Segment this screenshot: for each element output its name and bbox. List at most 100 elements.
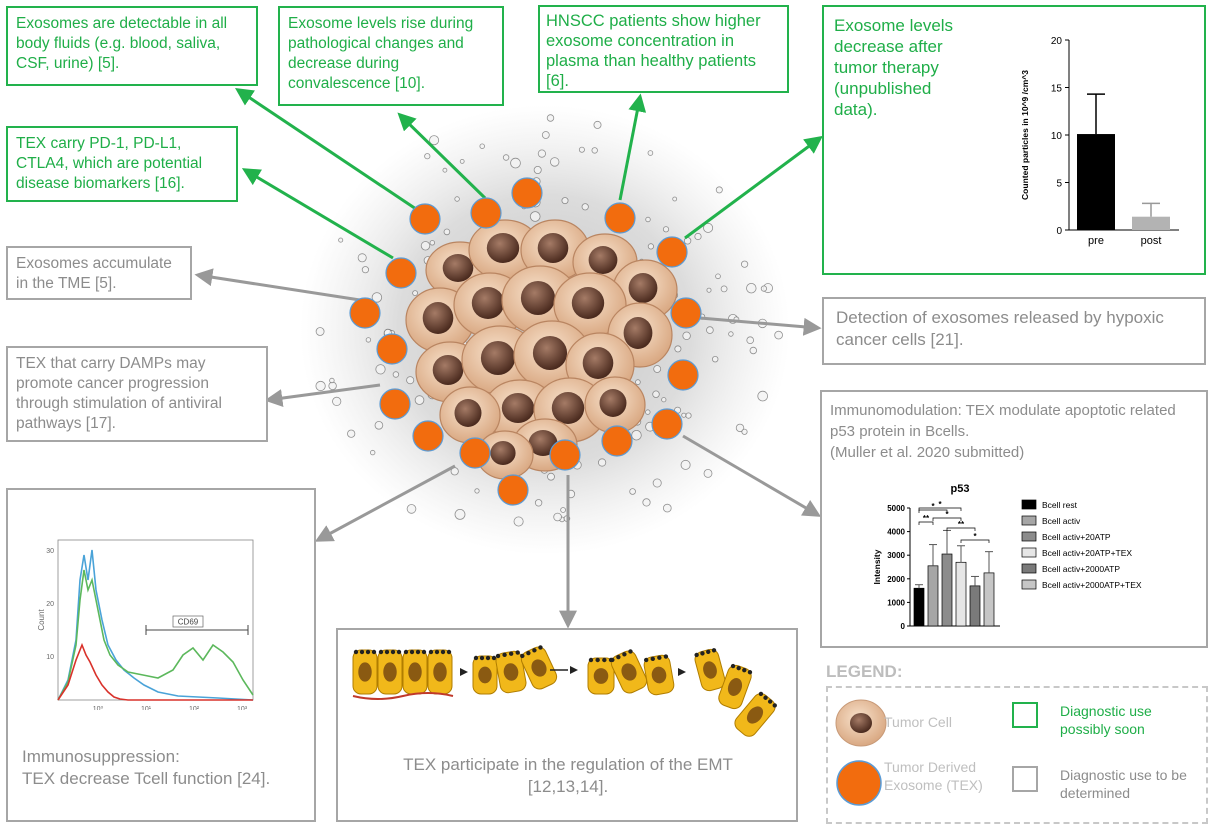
vesicle-speck — [760, 285, 768, 292]
text-pd1: TEX carry PD-1, PD-L1, CTLA4, which are … — [16, 135, 203, 192]
emt-marker-dot — [415, 649, 421, 655]
vesicle-speck — [635, 379, 641, 385]
box-immunomodulation: Immunomodulation: TEX modulate apoptotic… — [820, 390, 1208, 648]
gate-label-box — [172, 615, 204, 628]
cell-nucleus — [422, 302, 454, 334]
vesicle-speck — [315, 327, 325, 336]
vesicle-speck — [703, 468, 713, 478]
vesicle-speck — [541, 131, 550, 139]
cell-nucleus — [628, 273, 658, 303]
arrows — [194, 87, 823, 629]
emt-cell-nucleus — [621, 663, 637, 681]
emt-arrow-head — [570, 666, 578, 674]
emt-epithelial-cell — [427, 649, 453, 695]
y-tick-label: 3000 — [887, 551, 905, 560]
legend-gray-swatch — [1012, 766, 1038, 792]
vesicle-speck — [653, 365, 662, 373]
vesicle-speck — [740, 260, 749, 268]
arrow-therapy — [684, 135, 823, 240]
vesicle-speck — [749, 346, 757, 355]
exosome — [385, 257, 417, 289]
text-body-fluids: Exosomes are detectable in all body flui… — [16, 15, 228, 72]
bar — [913, 587, 925, 627]
emt-marker-dot — [390, 649, 396, 655]
emt-marker-dot — [742, 667, 747, 673]
emt-cell-nucleus — [478, 666, 492, 684]
vesicle-speck — [706, 287, 712, 293]
category-label: post — [1141, 235, 1162, 247]
exosome — [497, 474, 529, 506]
legend-diag-tbd: Diagnostic use to be determined — [1060, 767, 1187, 801]
emt-marker-dot — [772, 703, 777, 708]
text-immunomodulation: Immunomodulation: TEX modulate apoptotic… — [830, 402, 1176, 440]
emt-transition-cell — [495, 650, 527, 694]
emt-transition-cell — [643, 654, 675, 696]
vesicle-speck — [652, 390, 660, 398]
emt-cell-nucleus — [358, 662, 372, 682]
cell-nucleus — [471, 287, 505, 319]
emt-epithelial-cell — [402, 649, 428, 695]
emt-transition-cell — [520, 645, 558, 690]
emt-marker-dot — [730, 663, 736, 669]
box-hypoxic: Detection of exosomes released by hypoxi… — [822, 297, 1206, 365]
emt-marker-dot — [515, 650, 520, 655]
tumor-cell-icon — [835, 699, 887, 747]
vesicle-speck — [424, 153, 431, 160]
emt-arrow-head — [460, 668, 468, 676]
vesicle-speck — [581, 203, 589, 211]
legend-tumor-cell: Tumor Cell — [884, 714, 952, 730]
legend-swatch — [1021, 579, 1037, 590]
legend-entry: Bcell activ+20ATP+TEX — [1042, 548, 1132, 558]
histogram-blue — [57, 549, 254, 701]
legend-entry: Bcell activ+20ATP — [1042, 532, 1111, 542]
emt-marker-dot — [473, 655, 479, 661]
legend-box: Tumor Cell Tumor Derived Exosome (TEX) D… — [826, 686, 1208, 824]
y-tick-label: 0 — [1056, 226, 1062, 237]
cell-nucleus — [537, 233, 569, 263]
vesicle-speck — [454, 509, 466, 520]
bar — [1077, 134, 1115, 230]
emt-mesenchymal-cell — [718, 663, 753, 710]
vesicle-speck — [370, 449, 376, 456]
emt-marker-dot — [628, 649, 633, 654]
emt-marker-dot — [747, 670, 753, 675]
emt-cell-nucleus — [531, 659, 547, 677]
exosome — [511, 177, 543, 209]
significance-label: * — [938, 500, 942, 509]
emt-marker-dot — [371, 649, 377, 655]
exosome — [412, 420, 444, 452]
vesicle-speck — [420, 241, 431, 251]
basement-membrane — [352, 692, 454, 700]
legend-entry: Bcell activ+2000ATP+TEX — [1042, 580, 1142, 590]
cell-nucleus — [432, 355, 464, 385]
emt-marker-dot — [403, 649, 409, 655]
box-damps: TEX that carry DAMPs may promote cancer … — [6, 346, 268, 442]
arrow-immunomodulation — [682, 434, 822, 517]
vesicle-speck — [560, 507, 566, 513]
vesicle-speck — [371, 292, 383, 303]
legend-swatch — [1021, 563, 1037, 574]
text-therapy: Exosome levels decrease after tumor ther… — [834, 16, 954, 119]
text-pathological: Exosome levels rise during pathological … — [288, 15, 474, 92]
emt-marker-dot — [485, 655, 491, 661]
gate-label: CD69 — [178, 618, 199, 627]
vesicle-speck — [652, 478, 662, 488]
legend-swatch — [1021, 499, 1037, 510]
cell-nucleus — [599, 389, 627, 417]
arrow-hnscc — [618, 93, 647, 201]
cell-nucleus — [490, 441, 516, 465]
vesicle-speck — [591, 147, 598, 154]
box-hnscc: HNSCC patients show higher exosome conce… — [538, 5, 789, 93]
vesicle-speck — [685, 412, 692, 419]
cell-nucleus — [480, 341, 516, 375]
significance-label: ** — [958, 520, 965, 529]
significance-bracket — [946, 527, 976, 531]
vesicle-speck — [578, 146, 585, 153]
text-damps: TEX that carry DAMPs may promote cancer … — [16, 355, 222, 432]
vesicle-speck — [459, 158, 465, 164]
emt-marker-dot — [657, 655, 662, 660]
arrow-tme — [194, 268, 361, 302]
emt-marker-dot — [508, 651, 514, 656]
vesicle-speck — [746, 336, 754, 345]
exosome — [656, 236, 688, 268]
